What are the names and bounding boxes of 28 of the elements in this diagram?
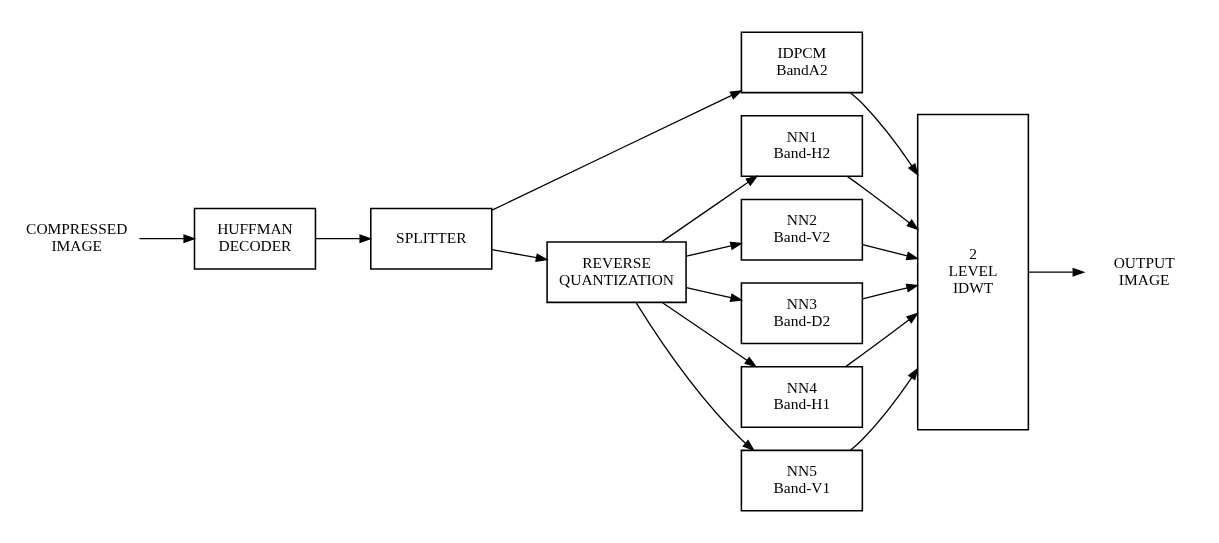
arrow: [685, 286, 744, 302]
arrow: [138, 234, 197, 244]
arrow: [861, 244, 920, 261]
node-box: 2 LEVEL IDWT: [916, 113, 1030, 431]
arrow: [849, 92, 919, 177]
node-box: REVERSE QUANTIZATION: [546, 241, 687, 304]
arrow: [661, 175, 759, 243]
node-box: HUFFMAN DECODER: [193, 207, 317, 270]
node-box: IDPCM BandA2: [740, 31, 864, 94]
node-box: NN4 Band-H1: [740, 365, 864, 428]
arrow: [491, 90, 743, 211]
arrow: [846, 175, 920, 231]
arrow: [1027, 267, 1086, 277]
arrow: [861, 283, 920, 300]
arrow: [491, 248, 549, 263]
arrow: [314, 234, 373, 244]
arrow: [845, 312, 919, 368]
node-text: OUTPUT IMAGE: [1113, 253, 1175, 288]
arrow: [685, 241, 744, 257]
arrow: [661, 302, 758, 368]
node-box: SPLITTER: [370, 207, 493, 270]
node-box: NN5 Band-V1: [740, 449, 864, 512]
node-text: COMPRESSED IMAGE: [26, 220, 128, 255]
node-box: NN2 Band-V2: [740, 198, 864, 261]
arrow: [635, 302, 756, 452]
arrow: [849, 367, 919, 451]
node-box: NN3 Band-D2: [740, 282, 864, 345]
node-box: NN1 Band-H2: [740, 115, 864, 178]
